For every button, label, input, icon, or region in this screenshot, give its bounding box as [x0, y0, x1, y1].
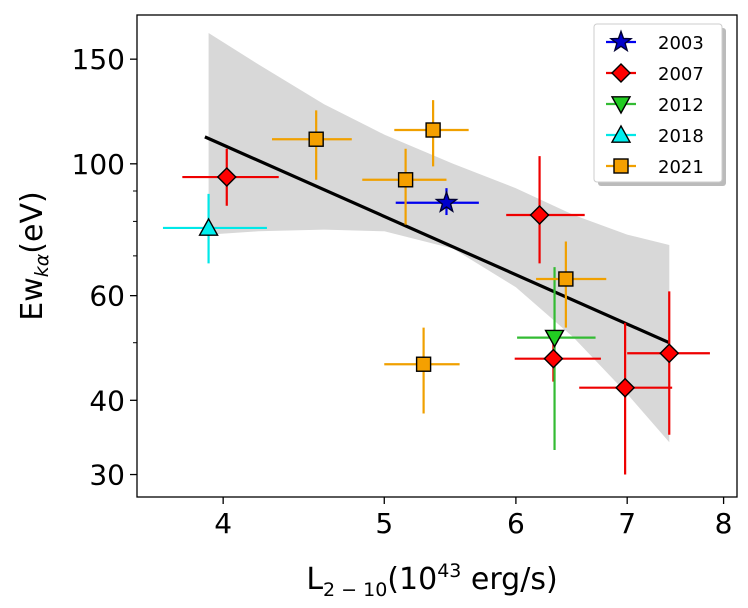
y-tick-label: 40	[89, 384, 125, 417]
legend-marker	[610, 96, 632, 115]
legend-marker	[611, 63, 631, 83]
x-tick-label: 6	[507, 507, 525, 540]
x-tick-label: 7	[618, 507, 636, 540]
legend-item-2021: 2021	[606, 157, 704, 178]
legend-item-2018: 2018	[606, 124, 704, 147]
x-tick-label: 8	[715, 507, 733, 540]
y-tick-label: 60	[89, 280, 125, 313]
point-2021-3	[415, 356, 432, 372]
legend-item-2007: 2007	[606, 63, 704, 85]
legend-label: 2021	[658, 157, 704, 178]
x-label-sub: 2 − 10	[323, 579, 387, 601]
point-2007-2	[543, 348, 564, 369]
fit-line	[204, 135, 670, 345]
x-tick-label: 5	[375, 507, 393, 540]
legend-label: 2018	[658, 126, 704, 147]
y-axis-label: Ewkα(eV)	[15, 191, 53, 320]
point-2007-0	[216, 167, 237, 188]
x-axis-label: L2 − 10(1043 erg/s)	[306, 560, 557, 601]
point-2021-0	[308, 131, 324, 147]
x-label-tail: erg/s)	[461, 562, 557, 597]
point-2007-4	[659, 343, 680, 364]
x-tick-label: 4	[214, 507, 232, 540]
point-2018-0	[198, 217, 219, 236]
y-tick-label: 150	[72, 43, 125, 76]
legend-marker	[609, 29, 633, 53]
point-2021-1	[397, 172, 414, 188]
fit-line-layer	[204, 135, 670, 345]
legend-marker	[610, 124, 632, 143]
point-2021-2	[425, 122, 441, 138]
ticks-layer: 4 5 6 7 8 30 40 60 100 150	[72, 43, 733, 540]
point-2003-0	[434, 190, 459, 213]
point-2007-1	[529, 205, 550, 226]
legend-item-2012: 2012	[606, 95, 704, 116]
x-label-rest: (10	[387, 562, 437, 597]
legend-label: 2003	[658, 33, 704, 54]
markers-layer	[198, 122, 680, 398]
point-2007-3	[615, 377, 636, 398]
legend: 2003 2007 2012 2018 2021	[593, 23, 726, 186]
y-tick-label: 100	[72, 148, 125, 181]
legend-label: 2012	[658, 95, 704, 116]
y-label-tail: (eV)	[15, 191, 50, 253]
y-tick-label: 30	[89, 459, 125, 492]
point-2012-0	[544, 329, 565, 349]
point-2021-4	[558, 271, 574, 287]
legend-marker	[613, 158, 629, 174]
legend-item-2003: 2003	[606, 29, 704, 54]
x-label-sup: 43	[437, 560, 461, 582]
y-label-sub: kα	[31, 253, 53, 277]
legend-label: 2007	[658, 64, 704, 85]
